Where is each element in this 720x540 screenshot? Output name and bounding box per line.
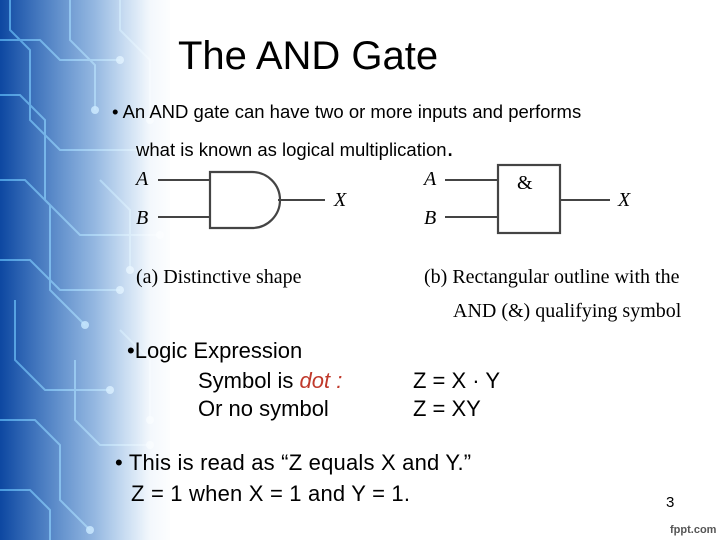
symbol-suffix: : (330, 368, 343, 393)
and-gate-rectangular-diagram (445, 163, 610, 235)
dot-word: dot (299, 368, 331, 393)
or-no-symbol-line: Or no symbol (198, 396, 329, 421)
logic-expression-heading: •Logic Expression (127, 338, 303, 363)
bullet-line2-period: . (446, 132, 454, 162)
gate-b-input-a-label: A (424, 168, 437, 190)
bullet-line2-text: what is known as logical multiplication (136, 139, 447, 160)
expression-juxtaposition-form: Z = XY (413, 396, 481, 421)
symbol-prefix: Symbol is (198, 368, 300, 393)
bullet-and-gate-description-line2: what is known as logical multiplication. (136, 134, 454, 161)
reading-condition: Z = 1 when X = 1 and Y = 1. (131, 481, 411, 506)
gate-a-input-b-label: B (136, 207, 149, 229)
gate-b-caption-line2: AND (&) qualifying symbol (453, 300, 682, 322)
gate-b-input-b-label: B (424, 207, 437, 229)
slide-title: The AND Gate (178, 34, 439, 78)
and-gate-distinctive-diagram (158, 170, 325, 230)
brand-watermark: fppt.com (670, 524, 717, 536)
bullet-and-gate-description: • An AND gate can have two or more input… (112, 101, 582, 122)
page-number: 3 (666, 494, 675, 511)
gate-a-input-a-label: A (136, 168, 149, 190)
gate-a-output-label: X (334, 189, 347, 211)
gate-b-symbol: & (517, 172, 533, 194)
symbol-is-dot-line: Symbol is dot : (198, 368, 342, 394)
gate-a-caption: (a) Distinctive shape (136, 266, 302, 288)
gate-b-output-label: X (618, 189, 631, 211)
gate-b-caption-line1: (b) Rectangular outline with the (424, 266, 680, 288)
and-gate-body (208, 170, 282, 230)
reading-bullet: • This is read as “Z equals X and Y.” (115, 450, 472, 475)
expression-dot-form: Z = X · Y (413, 368, 501, 393)
